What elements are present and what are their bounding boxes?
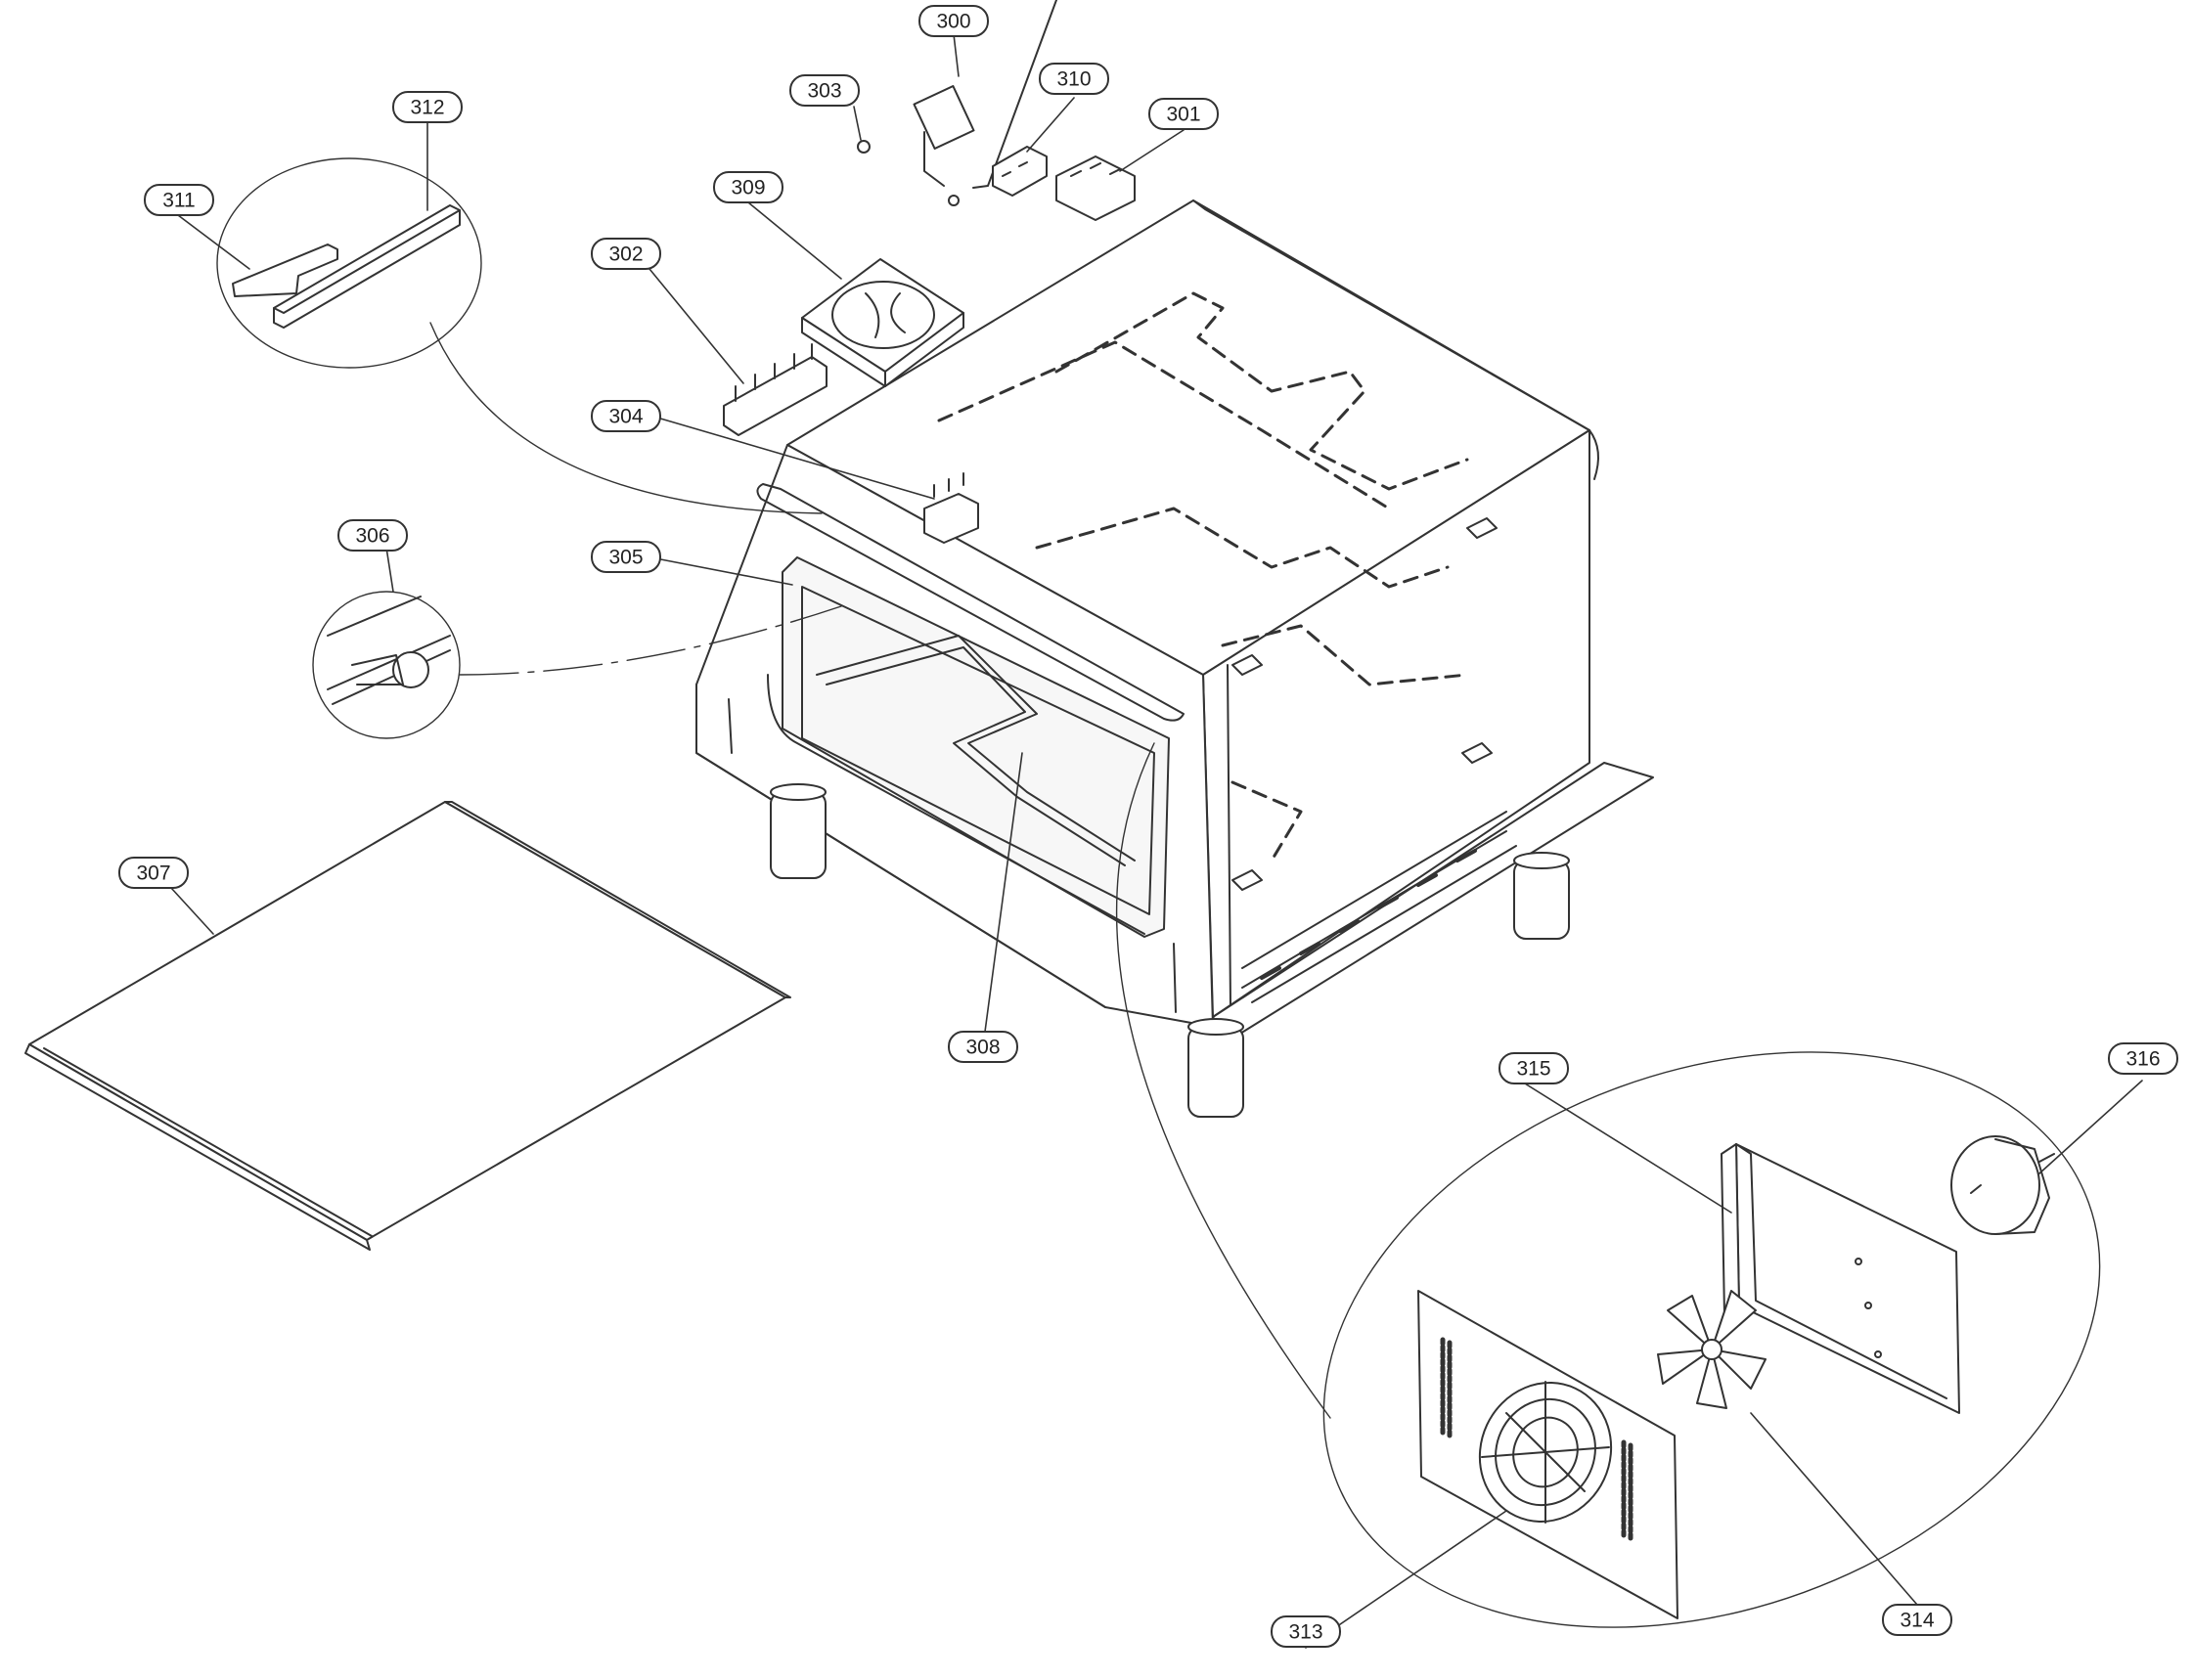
label-300: 300 bbox=[918, 5, 989, 37]
label-307: 307 bbox=[118, 857, 189, 889]
part-302-terminal-strip bbox=[723, 343, 828, 436]
leader-312-detail bbox=[429, 322, 823, 514]
label-305: 305 bbox=[591, 541, 661, 573]
svg-text:305: 305 bbox=[608, 547, 643, 569]
label-304: 304 bbox=[591, 400, 661, 432]
detail-311-312 bbox=[216, 157, 482, 369]
part-304-connector bbox=[923, 472, 979, 544]
part-310-terminal bbox=[992, 146, 1048, 197]
part-301-terminal-block bbox=[1055, 155, 1136, 221]
detail-306 bbox=[312, 591, 461, 739]
label-303: 303 bbox=[789, 74, 860, 107]
label-313: 313 bbox=[1271, 1615, 1341, 1648]
svg-text:300: 300 bbox=[936, 11, 970, 33]
part-300-switch bbox=[913, 0, 1057, 206]
svg-text:304: 304 bbox=[608, 406, 643, 428]
svg-text:316: 316 bbox=[2125, 1048, 2160, 1071]
part-303-nut bbox=[857, 140, 871, 154]
label-316: 316 bbox=[2108, 1042, 2178, 1075]
svg-text:306: 306 bbox=[355, 525, 389, 548]
part-307-tray bbox=[24, 801, 791, 1251]
svg-text:307: 307 bbox=[136, 862, 170, 885]
svg-text:312: 312 bbox=[410, 97, 444, 119]
label-311: 311 bbox=[144, 184, 214, 216]
label-301: 301 bbox=[1148, 98, 1219, 130]
label-306: 306 bbox=[337, 519, 408, 552]
svg-text:313: 313 bbox=[1288, 1621, 1322, 1644]
leader-306-detail bbox=[459, 605, 842, 676]
label-308: 308 bbox=[948, 1031, 1018, 1063]
detail-fan-assembly bbox=[1322, 1051, 2101, 1628]
svg-text:311: 311 bbox=[162, 190, 195, 212]
callout-labels: 300 301 302 303 304 305 306 307 bbox=[118, 5, 2178, 1648]
label-309: 309 bbox=[713, 171, 783, 203]
leader-fan-detail bbox=[1115, 742, 1331, 1419]
svg-text:308: 308 bbox=[965, 1037, 1000, 1059]
svg-text:315: 315 bbox=[1516, 1058, 1550, 1081]
label-310: 310 bbox=[1039, 63, 1109, 95]
svg-text:302: 302 bbox=[608, 243, 643, 266]
label-315: 315 bbox=[1499, 1052, 1569, 1084]
svg-text:303: 303 bbox=[807, 80, 841, 103]
label-312: 312 bbox=[392, 91, 463, 123]
label-302: 302 bbox=[591, 238, 661, 270]
svg-text:309: 309 bbox=[731, 177, 765, 199]
svg-text:310: 310 bbox=[1056, 68, 1091, 91]
label-314: 314 bbox=[1882, 1604, 1952, 1636]
svg-text:301: 301 bbox=[1166, 104, 1200, 126]
leader-lines bbox=[170, 33, 2143, 1649]
part-309-fan bbox=[801, 258, 964, 387]
svg-text:314: 314 bbox=[1900, 1610, 1934, 1632]
oven-body bbox=[695, 199, 1654, 1118]
